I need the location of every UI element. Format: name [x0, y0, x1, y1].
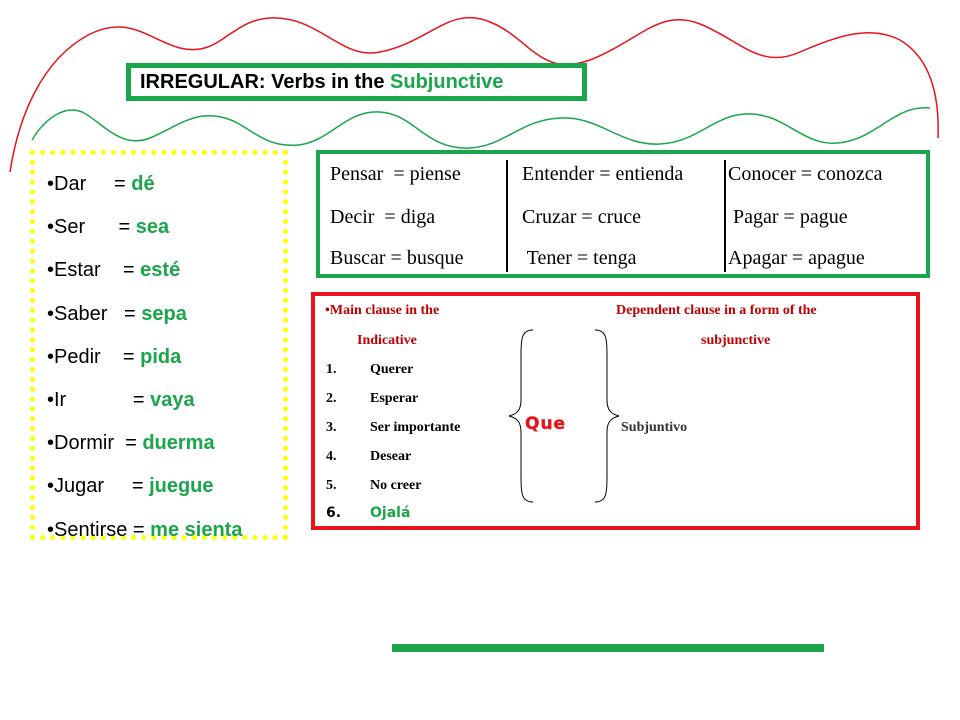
verb-infinitive: •Sentirse =: [47, 518, 151, 541]
table-cell: Cruzar = cruce: [522, 206, 641, 228]
spelling-change-table: Pensar = piense Entender = entienda Cono…: [316, 150, 930, 278]
list-number: 6.: [326, 505, 342, 521]
table-cell: Tener = tenga: [522, 247, 637, 269]
list-item: •Pedir = pida: [47, 336, 283, 379]
list-item: Ojalá: [370, 505, 411, 521]
left-brace-icon: [508, 329, 534, 503]
dependent-clause-header-line2: subjunctive: [701, 333, 771, 348]
clause-structure-box: •Main clause in the Indicative Dependent…: [311, 292, 920, 530]
right-brace-icon: [594, 329, 620, 503]
list-item: •Ser = sea: [47, 206, 283, 249]
subjunctive-form: pida: [140, 345, 182, 368]
list-number: 4.: [326, 449, 337, 464]
verb-infinitive: •Jugar =: [47, 475, 150, 498]
list-item: Ser importante: [370, 420, 461, 435]
subjunctive-form: esté: [140, 259, 181, 282]
main-clause-header-line2: Indicative: [357, 333, 417, 348]
verb-infinitive: •Dormir =: [47, 432, 143, 455]
subjunctive-form: dé: [131, 173, 155, 195]
table-cell: Pagar = pague: [728, 206, 848, 228]
slide-title: IRREGULAR: Verbs in the Subjunctive: [126, 63, 587, 101]
subjunctive-result: Subjuntivo: [621, 420, 688, 435]
subjunctive-form: sea: [135, 216, 170, 239]
table-cell: Apagar = apague: [728, 247, 865, 269]
verb-infinitive: •Ser =: [47, 216, 136, 239]
list-number: 2.: [326, 391, 337, 406]
table-cell: Buscar = busque: [330, 247, 464, 269]
table-cell: Pensar = piense: [330, 163, 461, 185]
verb-infinitive: •Dar =: [47, 173, 132, 195]
list-item: Querer: [370, 362, 414, 377]
subjunctive-form: sepa: [141, 302, 187, 325]
list-item: •Estar = esté: [47, 249, 283, 292]
main-clause-header: •Main clause in the: [325, 303, 440, 318]
red-squiggle-line: [9, 16, 939, 173]
que-connector: Que: [525, 414, 567, 434]
verb-infinitive: •Saber =: [47, 302, 142, 325]
table-cell: Entender = entienda: [522, 163, 684, 185]
list-item: •Jugar = juegue: [47, 465, 283, 508]
list-item: •Dormir = duerma: [47, 422, 283, 465]
subjunctive-form: me sienta: [150, 518, 243, 541]
list-item: No creer: [370, 478, 422, 493]
list-item: Desear: [370, 449, 412, 464]
green-squiggle-line: [31, 107, 931, 149]
list-number: 1.: [326, 362, 337, 377]
list-number: 3.: [326, 420, 337, 435]
list-item: •Sentirse = me sienta: [47, 509, 283, 552]
green-divider-bar: [392, 644, 824, 652]
list-item: •Saber = sepa: [47, 293, 283, 336]
list-item: Esperar: [370, 391, 419, 406]
irregular-verb-list-box: •Dar = dé •Ser = sea •Estar = esté •Sabe…: [30, 150, 288, 541]
table-cell: Decir = diga: [330, 206, 436, 228]
list-item: •Ir = vaya: [47, 379, 283, 422]
dependent-clause-header: Dependent clause in a form of the: [616, 303, 817, 318]
verb-infinitive: •Estar =: [47, 259, 141, 282]
column-divider: [506, 160, 508, 272]
title-prefix: IRREGULAR: Verbs in the: [140, 71, 391, 93]
subjunctive-form: juegue: [149, 475, 214, 498]
subjunctive-form: vaya: [150, 389, 195, 412]
column-divider: [724, 160, 726, 272]
verb-infinitive: •Ir =: [47, 389, 151, 412]
title-highlight: Subjunctive: [390, 71, 504, 93]
list-number: 5.: [326, 478, 337, 493]
irregular-verb-list: •Dar = dé •Ser = sea •Estar = esté •Sabe…: [35, 155, 283, 552]
subjunctive-form: duerma: [142, 432, 215, 455]
table-cell: Conocer = conozca: [728, 163, 883, 185]
list-item: •Dar = dé: [47, 163, 283, 206]
verb-infinitive: •Pedir =: [47, 345, 141, 368]
